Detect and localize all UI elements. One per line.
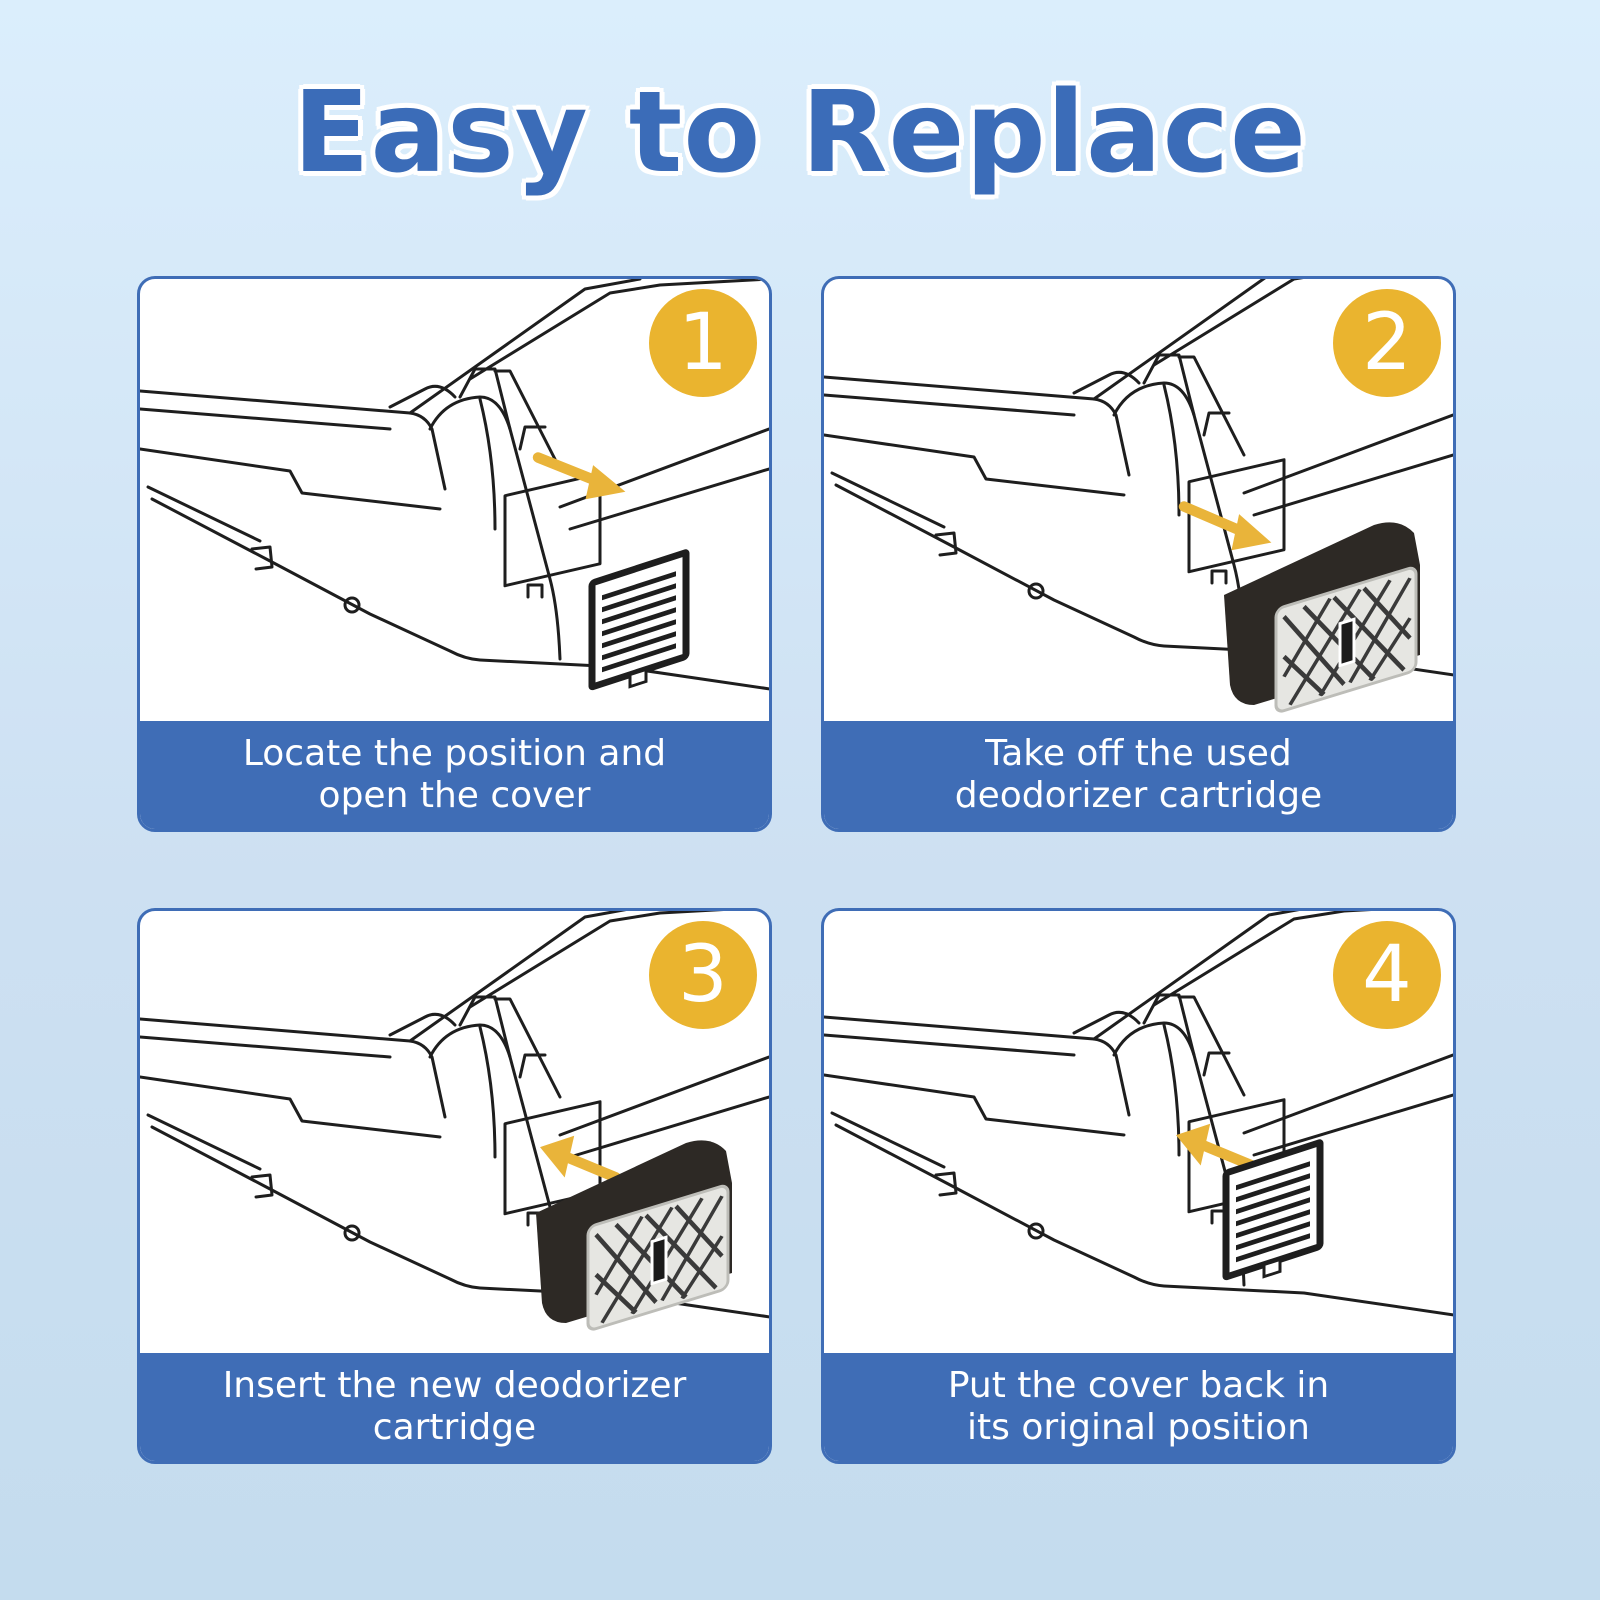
step-number-badge: 4 xyxy=(1333,921,1441,1029)
machine-illustration xyxy=(140,279,769,721)
grille-cover-icon xyxy=(592,552,686,699)
machine-illustration xyxy=(824,279,1453,716)
step-number-badge: 3 xyxy=(649,921,757,1029)
step-card-1: 1 Locate the position and open the cover xyxy=(137,276,772,832)
machine-illustration xyxy=(824,911,1453,1317)
step-caption: Put the cover back in its original posit… xyxy=(824,1353,1453,1461)
step-caption: Take off the used deodorizer cartridge xyxy=(824,721,1453,829)
deodorizer-cartridge-icon xyxy=(1222,520,1422,716)
page-title: Easy to Replace xyxy=(293,68,1307,198)
step-card-4: 4 Put the cover back in its original pos… xyxy=(821,908,1456,1464)
step-caption: Locate the position and open the cover xyxy=(140,721,769,829)
step-card-3: 3 Insert the new deodorizer cartridge xyxy=(137,908,772,1464)
machine-illustration xyxy=(140,911,769,1334)
step-number-badge: 2 xyxy=(1333,289,1441,397)
step-caption: Insert the new deodorizer cartridge xyxy=(140,1353,769,1461)
step-card-2: 2 Take off the used deodorizer cartridge xyxy=(821,276,1456,832)
step-number-badge: 1 xyxy=(649,289,757,397)
